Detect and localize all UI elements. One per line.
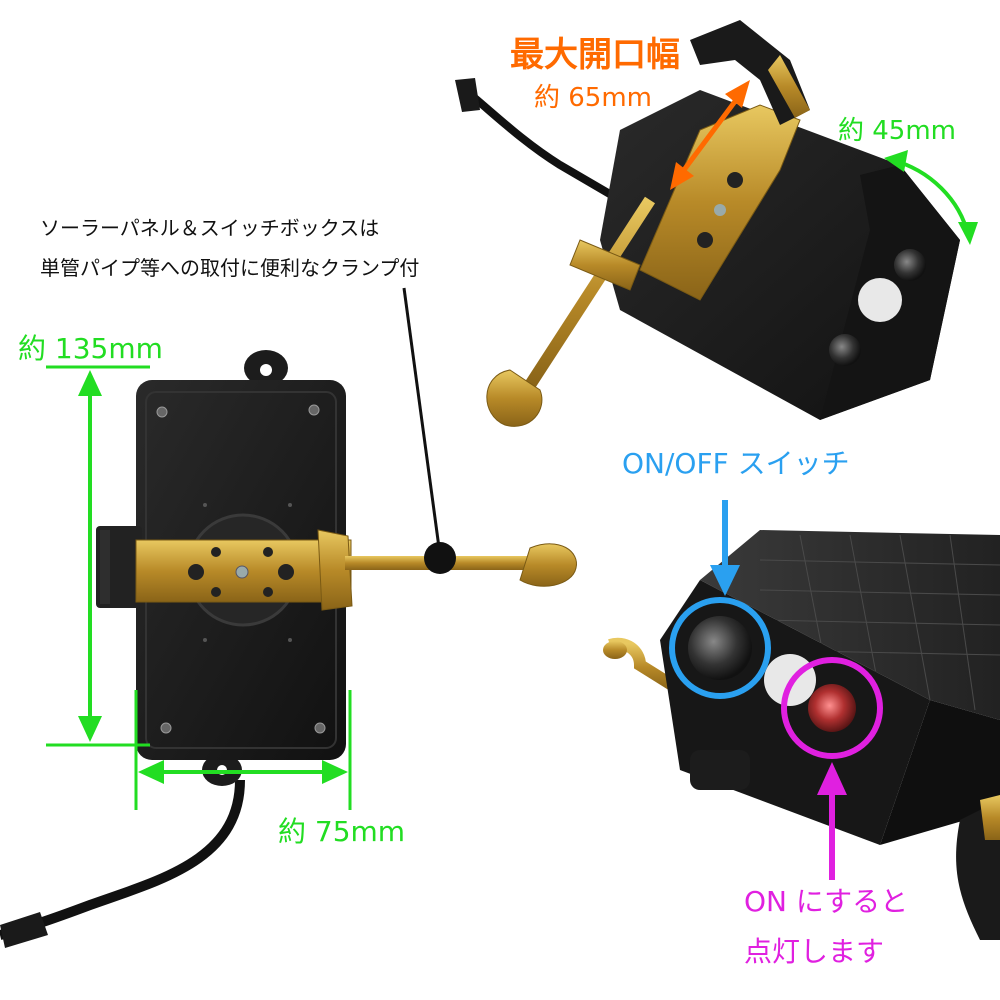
switch-label: ON/OFF スイッチ (622, 447, 850, 480)
cable (0, 779, 245, 940)
cable-plug (0, 912, 48, 948)
lamp-label-line2: 点灯します (744, 935, 885, 968)
width-dimension (134, 690, 352, 810)
clamp-note-line1: ソーラーパネル＆スイッチボックスは (40, 216, 380, 240)
clamp-note-line2: 単管パイプ等への取付に便利なクランプ付 (40, 256, 420, 280)
lamp-callout (781, 657, 883, 880)
depth-label: 約 45mm (838, 116, 957, 146)
width-label: 約 75mm (278, 815, 406, 848)
height-label: 約 135mm (18, 332, 163, 365)
top-view-box (455, 20, 960, 427)
max-opening-value: 約 65mm (534, 83, 653, 113)
clamp-note-pointer (402, 287, 456, 574)
lamp-label-line1: ON にすると (744, 885, 909, 918)
max-opening-title: 最大開口幅 (510, 35, 680, 75)
switch-callout (669, 500, 771, 699)
side-view-box (603, 530, 1000, 940)
front-clamp (135, 529, 577, 611)
height-dimension (46, 365, 150, 747)
opening-dimension (670, 80, 750, 190)
depth-dimension (884, 150, 978, 245)
